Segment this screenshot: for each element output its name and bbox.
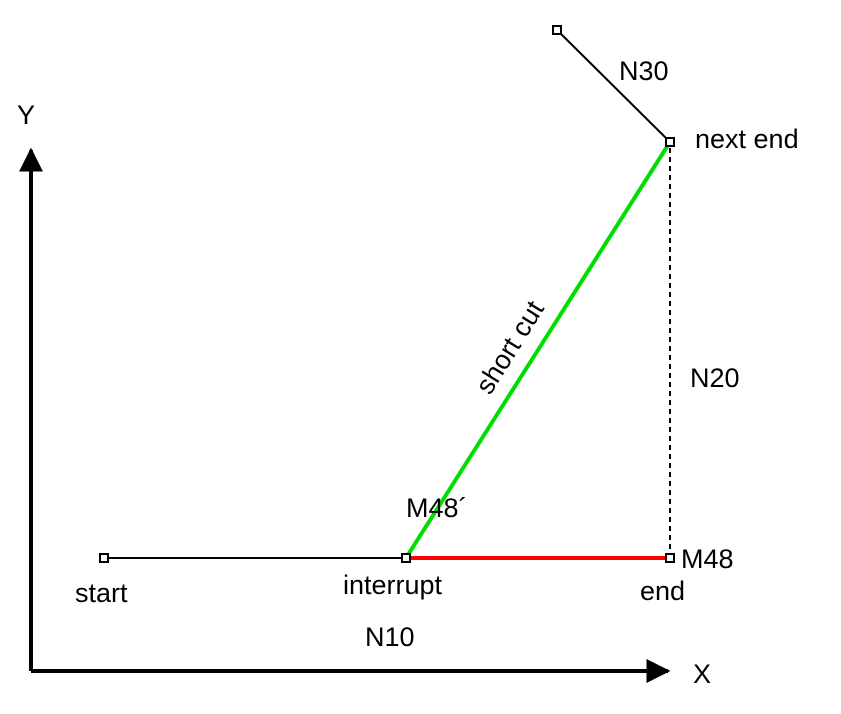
point-start-marker	[99, 553, 109, 563]
label-end: end	[640, 576, 685, 606]
label-next-end: next end	[695, 124, 799, 154]
short-cut-line	[404, 140, 672, 560]
y-axis-label: Y	[17, 100, 35, 130]
segment-n30	[556, 29, 671, 143]
point-end-marker	[665, 553, 675, 563]
label-start: start	[75, 578, 128, 608]
label-n10: N10	[365, 622, 415, 652]
label-interrupt: interrupt	[343, 570, 443, 600]
label-m48: M48	[681, 544, 734, 574]
label-n30: N30	[619, 56, 669, 86]
point-interrupt-marker	[401, 553, 411, 563]
point-n30-start-marker	[552, 25, 562, 35]
x-axis-label: X	[693, 659, 711, 689]
label-m48-prime: M48´	[406, 493, 468, 523]
point-next-end-marker	[665, 137, 675, 147]
label-n20: N20	[690, 363, 740, 393]
